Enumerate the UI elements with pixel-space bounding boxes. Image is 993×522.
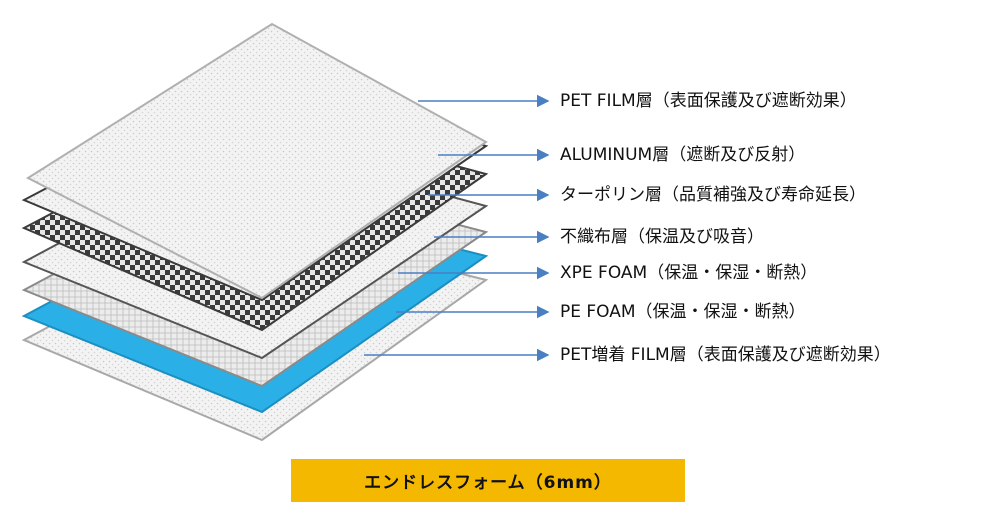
label-pet-film: PET FILM層（表面保護及び遮断効果） (560, 91, 857, 111)
label-xpe-foam: XPE FOAM（保温・保湿・断熱） (560, 263, 818, 283)
label-nonwoven: 不織布層（保温及び吸音） (560, 227, 764, 247)
layer-pet-film (25, 22, 488, 300)
label-aluminum: ALUMINUM層（遮断及び反射） (560, 145, 806, 165)
label-tarpaulin: ターポリン層（品質補強及び寿命延長） (560, 185, 866, 205)
leader-arrows (364, 94, 550, 362)
label-pet-deposited-film: PET増着 FILM層（表面保護及び遮断効果） (560, 345, 891, 365)
label-pe-foam: PE FOAM（保温・保湿・断熱） (560, 302, 806, 322)
caption-text: エンドレスフォーム（6mm） (364, 473, 612, 493)
caption-box: エンドレスフォーム（6mm） (291, 459, 685, 502)
